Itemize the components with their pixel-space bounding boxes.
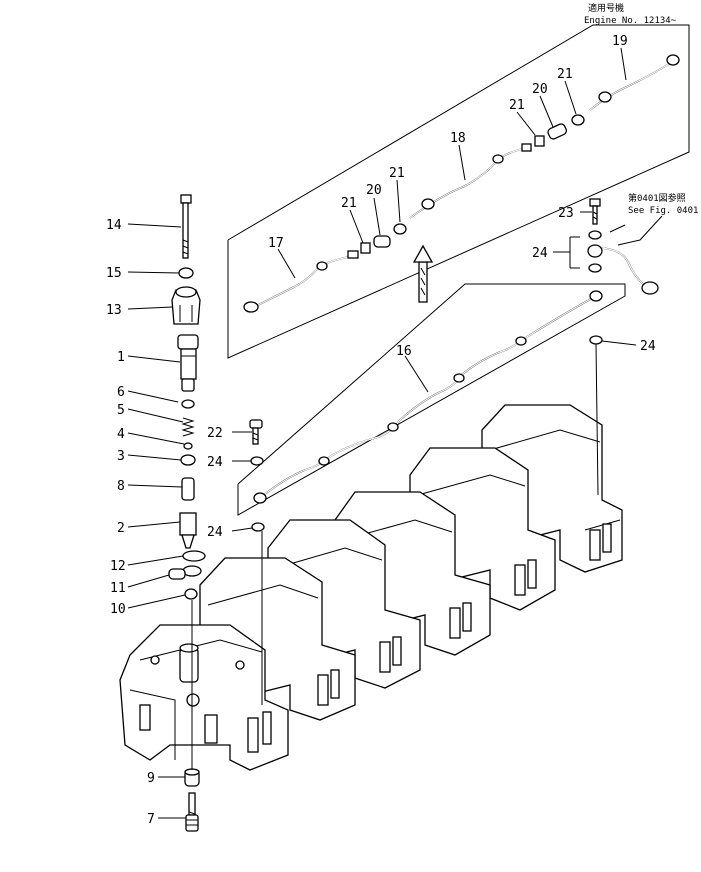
tube-clip-set-a [360,223,407,254]
callout-21-a: 21 [341,196,357,211]
callout-24-a: 24 [532,246,548,261]
callout-24-b: 24 [640,339,656,354]
callout-1: 1 [117,350,125,365]
callout-16: 16 [396,344,412,359]
callout-11: 11 [110,581,126,596]
lower-group-outline [237,283,626,516]
engine-number-note: Engine No. 12134~ [584,16,677,26]
callout-12: 12 [110,559,126,574]
cylinder-head-row [119,404,623,771]
callout-8: 8 [117,479,125,494]
see-figure-note: See Fig. 0401 [628,206,698,216]
injection-tube-16 [253,290,603,504]
callout-14: 14 [106,218,122,233]
callout-4: 4 [117,427,125,442]
tube-clip-set-b [534,114,585,147]
callout-24-d: 24 [207,525,223,540]
callout-9: 9 [147,771,155,786]
callout-15: 15 [106,266,122,281]
callout-labels: 14 15 13 1 6 5 4 3 8 2 12 11 10 9 7 17 2… [106,34,656,827]
injection-tube-19 [589,54,680,111]
callout-20-b: 20 [532,82,548,97]
gasket-24-mid [250,456,264,466]
callout-21-c: 21 [509,98,525,113]
gasket-set-24 [569,230,603,273]
callout-21-b: 21 [389,166,405,181]
applicability-note-jp: 適用号機 [588,2,624,14]
callout-21-d: 21 [557,67,573,82]
callout-17: 17 [268,236,284,251]
see-figure-note-jp: 第0401図参照 [628,192,686,204]
callout-20-a: 20 [366,183,382,198]
callout-6: 6 [117,385,125,400]
injection-tube-17 [243,250,359,313]
callout-18: 18 [450,131,466,146]
bolt-23 [589,198,601,225]
callout-10: 10 [110,602,126,617]
gasket-24-upper [589,335,603,345]
callout-22: 22 [207,426,223,441]
callout-5: 5 [117,403,125,418]
leader-lines [127,47,663,819]
callout-23: 23 [558,206,574,221]
gasket-24-lower [251,522,265,532]
injection-tube-18 [409,143,532,219]
upper-group-outline [227,24,690,359]
direction-arrow [412,244,434,303]
callout-2: 2 [117,521,125,536]
return-tube [601,247,659,295]
bolt-22 [249,419,263,445]
callout-7: 7 [147,812,155,827]
callout-3: 3 [117,449,125,464]
callout-24-c: 24 [207,455,223,470]
callout-19: 19 [612,34,628,49]
callout-13: 13 [106,303,122,318]
